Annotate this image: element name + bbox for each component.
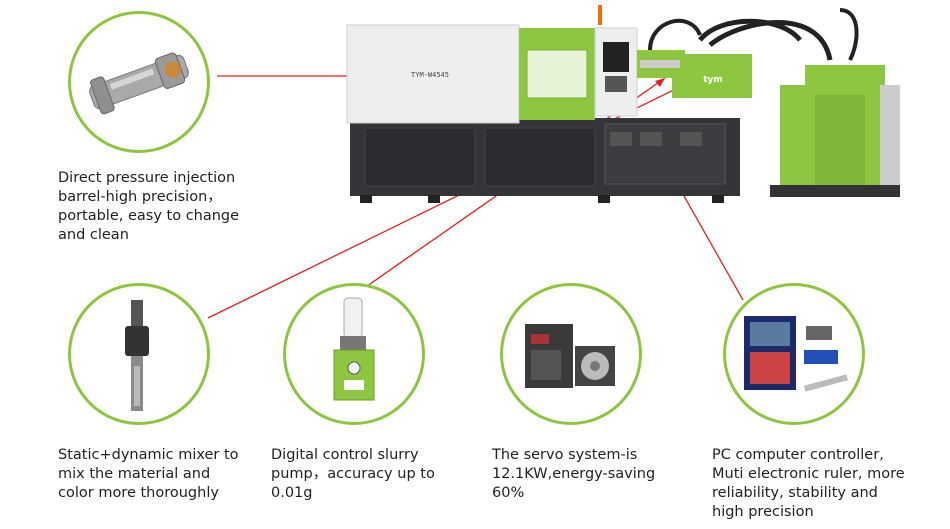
- feature-circle-mixer: [68, 283, 210, 425]
- pc-controller-icon: [744, 316, 849, 392]
- feature-caption-controller: PC computer controller, Muti electronic …: [712, 447, 905, 520]
- feature-caption-mixer: Static+dynamic mixer to mix the material…: [58, 447, 239, 501]
- feature-circle-controller: [723, 283, 865, 425]
- feature-circle-servo: [500, 283, 642, 425]
- slurry-pump-icon: [333, 297, 375, 401]
- control-panel-screen: [603, 42, 629, 72]
- feature-circle-pump: [283, 283, 425, 425]
- feature-caption-pump: Digital control slurry pump，accuracy up …: [271, 447, 435, 501]
- injection-barrel-icon: [89, 52, 189, 115]
- machine-logo: tym: [703, 75, 723, 85]
- servo-motor-icon: [525, 324, 615, 388]
- feature-circle-barrel: [68, 11, 210, 153]
- feature-caption-barrel: Direct pressure injection barrel-high pr…: [58, 170, 240, 243]
- machine-nameplate: TYM-W4545: [411, 71, 449, 79]
- static-dynamic-mixer-icon: [125, 300, 149, 411]
- feature-caption-servo: The servo system-is 12.1KW,energy-saving…: [492, 447, 656, 501]
